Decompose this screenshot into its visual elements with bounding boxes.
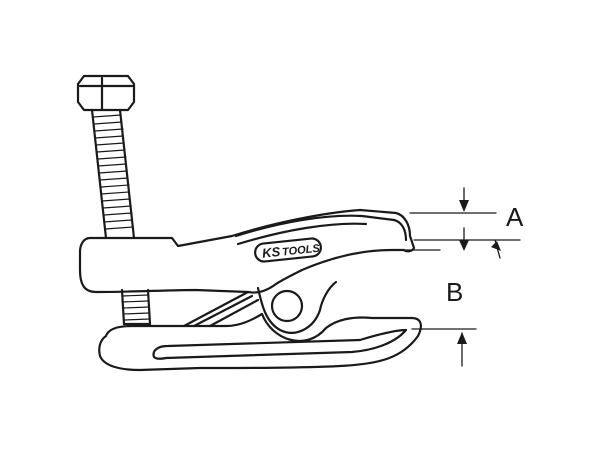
dimension-a-label: A	[506, 202, 524, 232]
threaded-spindle-upper	[90, 108, 136, 240]
threaded-spindle-lower	[120, 288, 152, 326]
lower-fork-jaw	[98, 312, 422, 372]
dimension-b-label: B	[446, 277, 463, 307]
upper-arm-body	[78, 208, 416, 294]
dimension-a-arrow-bottom	[459, 240, 469, 251]
dimension-a-arrow-top	[459, 200, 469, 212]
dimension-a-arrow-diagonal	[491, 241, 501, 251]
logo-text-ks: KS	[261, 244, 281, 261]
brand-logo-badge	[254, 237, 322, 263]
dimension-a	[399, 187, 521, 259]
jaw-strut	[182, 290, 260, 328]
dimension-b-arrow	[457, 332, 467, 344]
dimension-b	[411, 328, 477, 367]
pivot-bolt	[256, 280, 338, 334]
hex-bolt-head	[76, 74, 136, 112]
logo-text-tools: TOOLS	[282, 243, 321, 259]
